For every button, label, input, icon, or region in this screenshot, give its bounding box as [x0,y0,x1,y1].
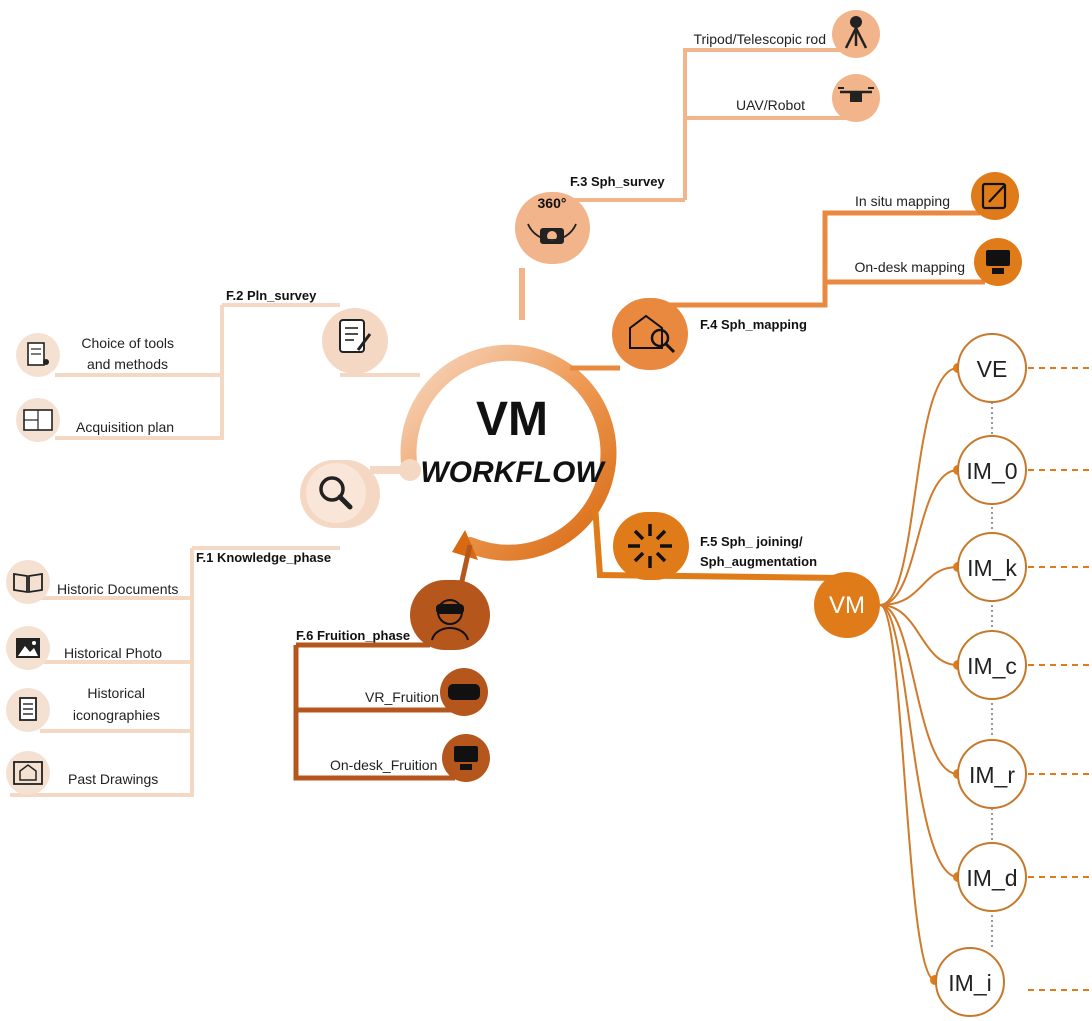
f5-label-line2: Sph_augmentation [700,554,817,569]
f6-label: F.6 Fruition_phase [296,628,410,643]
f5-hub-label: VM [829,592,865,619]
f4-item-on-desk: On-desk mapping [854,259,965,275]
photo-icon [6,626,50,670]
svg-text:IM_r: IM_r [969,762,1015,788]
svg-text:IM_0: IM_0 [966,458,1017,484]
center-subtitle: WORKFLOW [420,456,606,489]
f1-item-past-drawings: Past Drawings [68,771,158,787]
svg-text:IM_d: IM_d [966,865,1017,891]
svg-text:IM_i: IM_i [948,970,991,996]
floorplan-icon [16,398,60,442]
vr-goggles-icon [440,668,488,716]
f5-outputs [1028,367,1092,991]
drone-icon [832,74,880,122]
f6-item-vr: VR_Fruition [365,689,439,705]
f2-item-choice-line2: and methods [87,356,168,372]
f2-label: F.2 Pln_survey [226,288,317,303]
book-icon [6,560,50,604]
house-search-icon [629,314,676,354]
f3-branch [515,48,850,320]
tripod-icon [832,10,880,58]
node-im-k: IM_k [957,532,1027,602]
f1-item-historic-documents: Historic Documents [57,581,178,597]
tablet-pen-icon [971,172,1019,220]
f1-item-iconographies: iconographies [73,707,160,723]
magnifier-icon [306,463,366,523]
f1-label: F.1 Knowledge_phase [196,550,331,565]
f5-label-line1: F.5 Sph_ joining/ [700,534,803,549]
svg-text:360°: 360° [538,195,567,211]
f3-item-uav: UAV/Robot [736,97,805,113]
f1-item-historical: Historical [87,685,145,701]
f5-branch [592,504,880,638]
drawing-icon [6,751,50,795]
document-icon [6,688,50,732]
node-ve: VE [957,333,1027,403]
node-im-0: IM_0 [957,435,1027,505]
checklist-edit-icon [339,319,372,353]
f3-item-tripod: Tripod/Telescopic rod [693,31,826,47]
node-im-i: IM_i [935,947,1005,1017]
camera-360-icon: 360° [520,195,584,260]
f6-item-on-desk: On-desk_Fruition [330,757,437,773]
f5-connectors [879,363,963,985]
f3-label: F.3 Sph_survey [570,174,665,189]
svg-text:IM_k: IM_k [967,555,1017,581]
svg-text:VE: VE [977,356,1008,382]
burst-icon [628,524,672,568]
f6-branch [293,544,490,781]
node-im-r: IM_r [957,739,1027,809]
f4-label: F.4 Sph_mapping [700,317,807,332]
f2-item-acquisition-plan: Acquisition plan [76,419,174,435]
tools-checklist-icon [16,333,60,377]
f1-item-historical-photo: Historical Photo [64,645,162,661]
f4-item-in-situ: In situ mapping [855,193,950,209]
node-im-c: IM_c [957,630,1027,700]
desktop-computer-icon [974,238,1022,286]
monitor-icon [442,734,490,782]
vr-headset-person-icon [431,599,469,641]
svg-text:IM_c: IM_c [967,653,1017,679]
f4-branch [570,210,985,371]
node-im-d: IM_d [957,842,1027,912]
f2-item-choice-line1: Choice of tools [81,335,174,351]
center-title: VM [476,393,548,446]
